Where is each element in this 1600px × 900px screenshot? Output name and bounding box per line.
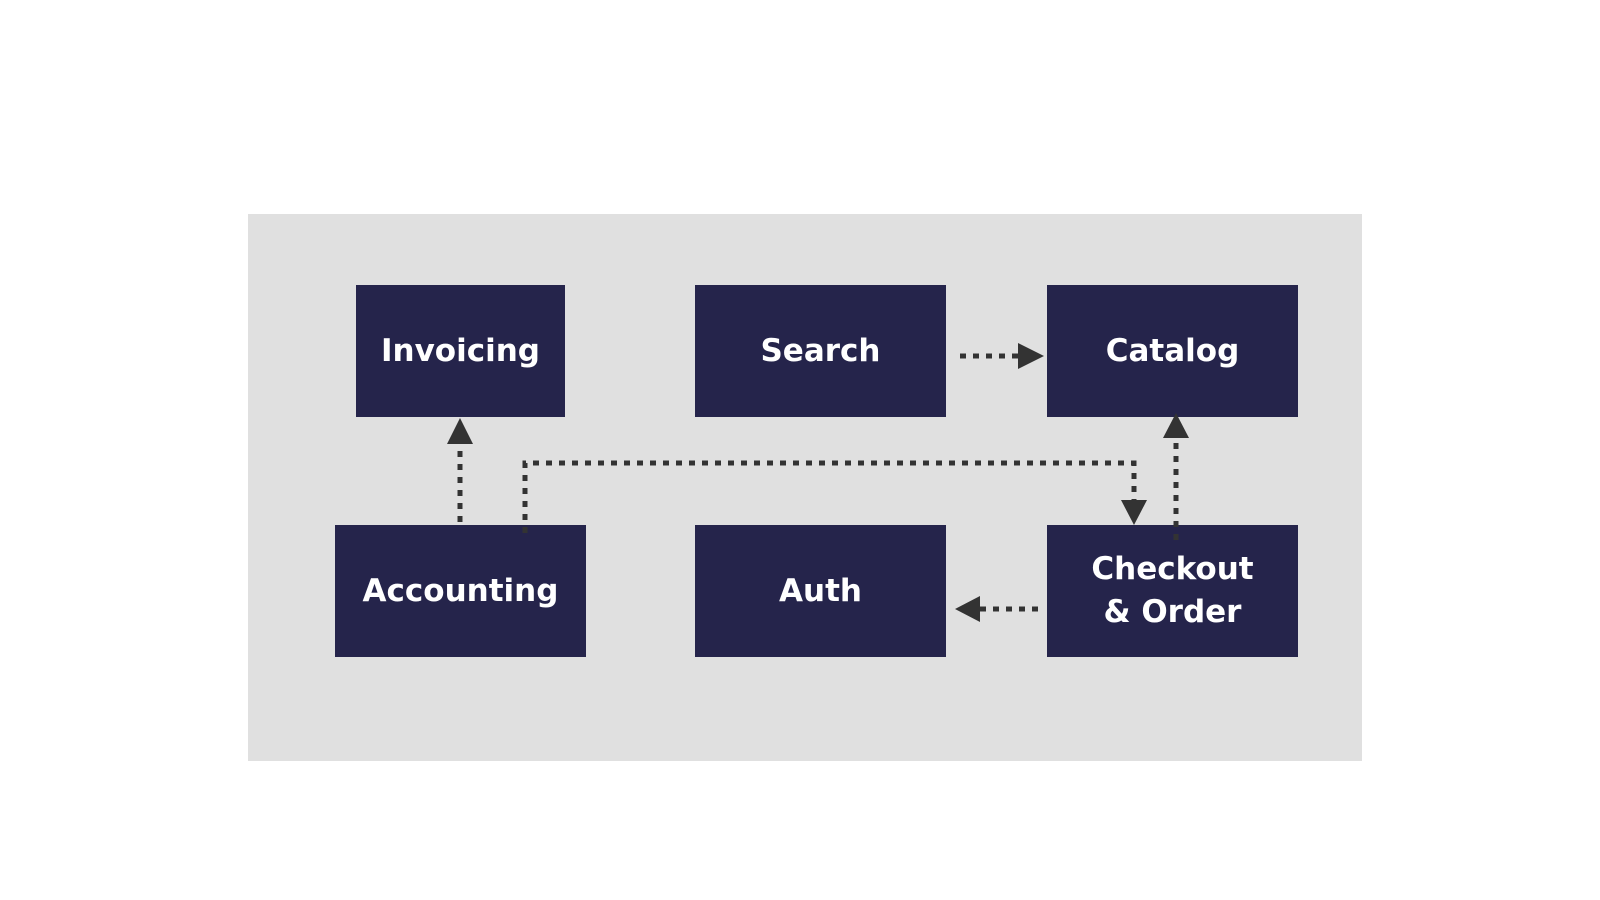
node-auth: Auth xyxy=(695,525,946,657)
node-checkout-order-label: Checkout & Order xyxy=(1091,551,1254,630)
node-search: Search xyxy=(695,285,946,417)
node-search-label: Search xyxy=(760,332,881,369)
node-accounting-label: Accounting xyxy=(362,572,559,609)
node-catalog-label: Catalog xyxy=(1105,332,1240,369)
node-checkout-order: Checkout & Order xyxy=(1047,525,1298,657)
node-auth-label: Auth xyxy=(779,572,862,609)
node-invoicing-label: Invoicing xyxy=(381,332,540,369)
node-invoicing: Invoicing xyxy=(356,285,565,417)
node-catalog: Catalog xyxy=(1047,285,1298,417)
node-accounting: Accounting xyxy=(335,525,586,657)
